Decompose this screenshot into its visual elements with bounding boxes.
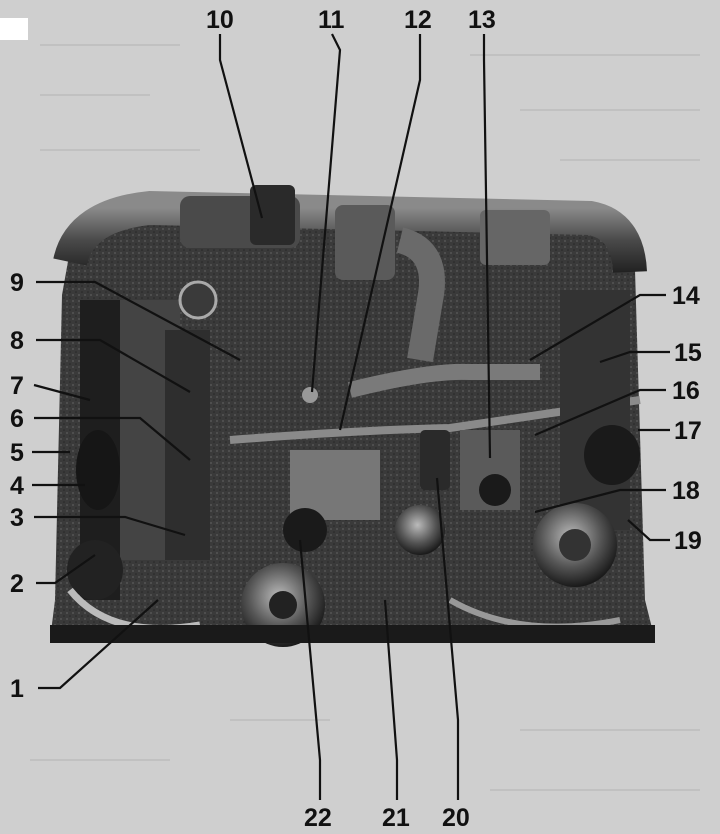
callout-16: 16 bbox=[672, 377, 700, 405]
callout-6: 6 bbox=[10, 405, 24, 433]
callout-21: 21 bbox=[382, 804, 410, 832]
callout-7: 7 bbox=[10, 372, 24, 400]
callout-9: 9 bbox=[10, 269, 24, 297]
callout-2: 2 bbox=[10, 570, 24, 598]
callout-18: 18 bbox=[672, 477, 700, 505]
callout-4: 4 bbox=[10, 472, 24, 500]
callout-5: 5 bbox=[10, 439, 24, 467]
callout-13: 13 bbox=[468, 6, 496, 34]
leader-lines bbox=[32, 33, 670, 800]
callout-8: 8 bbox=[10, 327, 24, 355]
callout-1: 1 bbox=[10, 675, 24, 703]
callout-11: 11 bbox=[318, 6, 345, 34]
callout-19: 19 bbox=[674, 527, 702, 555]
callout-17: 17 bbox=[674, 417, 702, 445]
callout-22: 22 bbox=[304, 804, 332, 832]
callout-14: 14 bbox=[672, 282, 700, 310]
engine-block bbox=[50, 185, 655, 647]
callout-12: 12 bbox=[404, 6, 432, 34]
callout-20: 20 bbox=[442, 804, 470, 832]
callout-3: 3 bbox=[10, 504, 24, 532]
callout-labels: 1 2 3 4 5 6 7 8 9 10 11 12 13 14 15 16 1… bbox=[10, 6, 702, 832]
callout-15: 15 bbox=[674, 339, 702, 367]
background-text-ghosting bbox=[30, 44, 700, 791]
corner-patch bbox=[0, 18, 28, 40]
callout-10: 10 bbox=[206, 6, 234, 34]
